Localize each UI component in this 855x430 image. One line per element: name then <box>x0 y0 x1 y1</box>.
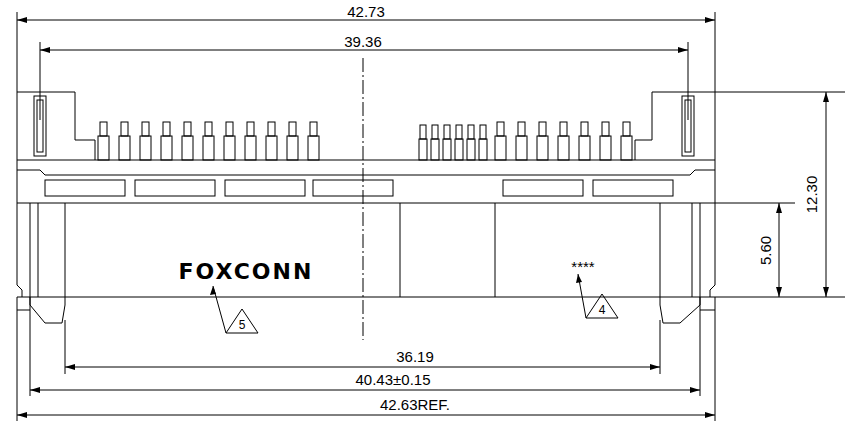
contact-pin <box>480 125 486 139</box>
contact-pin <box>182 136 193 160</box>
contact-pin <box>431 139 439 160</box>
contact-pin <box>287 136 298 160</box>
contact-pin <box>247 122 254 136</box>
contact-pin <box>468 125 474 139</box>
callout-number: 5 <box>239 319 246 331</box>
contact-pin <box>121 122 128 136</box>
contact-pin <box>479 139 487 160</box>
contact-pin <box>163 122 170 136</box>
dimension: 36.19 <box>396 349 434 364</box>
contact-pin <box>432 125 438 139</box>
dimension: 39.36 <box>344 34 382 49</box>
contact-pin <box>419 139 427 160</box>
contact-pin <box>224 136 235 160</box>
contact-pin <box>560 122 567 136</box>
contact-pin <box>518 122 525 136</box>
contact-pin <box>98 136 109 160</box>
brand-logo: FOXCONN <box>179 261 314 283</box>
dimension: 5.60 <box>758 235 773 264</box>
contact-pin <box>456 125 462 139</box>
contact-pin <box>266 136 277 160</box>
contact-pin <box>161 136 172 160</box>
contact-pin <box>602 122 609 136</box>
contact-pin <box>537 136 548 160</box>
contact-pin <box>623 122 630 136</box>
callout-number: 4 <box>599 304 606 316</box>
contact-pin <box>205 122 212 136</box>
contact-pin <box>226 122 233 136</box>
contact-pin <box>516 136 527 160</box>
contact-pin <box>467 139 475 160</box>
contact-pin <box>558 136 569 160</box>
marking-note: **** <box>571 259 594 274</box>
contact-pin <box>142 122 149 136</box>
contact-pin <box>495 136 506 160</box>
dimension: 42.73 <box>347 4 385 19</box>
contact-pin <box>203 136 214 160</box>
contact-pin <box>497 122 504 136</box>
contact-pin <box>245 136 256 160</box>
contact-pin <box>420 125 426 139</box>
contact-pin <box>310 122 317 136</box>
dimension: 12.30 <box>804 175 819 213</box>
contact-pin <box>289 122 296 136</box>
contact-pin <box>600 136 611 160</box>
contact-pin <box>581 122 588 136</box>
contact-pin <box>443 139 451 160</box>
contact-pin <box>444 125 450 139</box>
contact-pin <box>539 122 546 136</box>
contact-pin <box>100 122 107 136</box>
dimension: 42.63REF. <box>380 397 450 412</box>
contact-pin <box>119 136 130 160</box>
contact-pin <box>621 136 632 160</box>
contact-pin <box>184 122 191 136</box>
contact-pin <box>140 136 151 160</box>
contact-pin <box>579 136 590 160</box>
contact-pin <box>455 139 463 160</box>
contact-pin <box>268 122 275 136</box>
dimension: 40.43±0.15 <box>356 372 431 387</box>
contact-pin <box>308 136 319 160</box>
